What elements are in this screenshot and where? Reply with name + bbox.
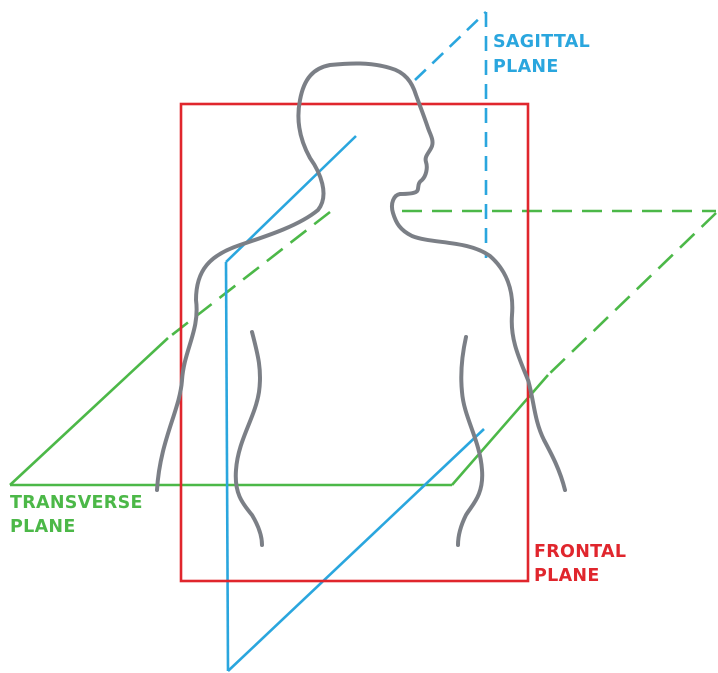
transverse-label-line-1: TRANSVERSE <box>10 493 143 513</box>
sagittal-label-line-2: PLANE <box>493 57 559 77</box>
sagittal-plane-bottom-edge <box>228 429 484 671</box>
sagittal-plane-label: SAGITTAL PLANE <box>493 32 590 77</box>
left-torso-outline <box>236 332 262 545</box>
frontal-label-line-1: FRONTAL <box>534 542 626 562</box>
frontal-plane-label: FRONTAL PLANE <box>534 542 626 586</box>
transverse-plane-back-edge-left <box>168 212 330 338</box>
transverse-plane-left-front-edge <box>10 338 168 485</box>
human-silhouette <box>157 63 565 545</box>
frontal-label-line-2: PLANE <box>534 566 600 586</box>
sagittal-plane-front-edge <box>226 262 228 671</box>
transverse-plane-label: TRANSVERSE PLANE <box>10 493 143 537</box>
transverse-plane-right-back-edge <box>548 213 716 375</box>
transverse-plane <box>10 211 716 485</box>
frontal-plane <box>181 104 528 581</box>
transverse-plane-right-front-edge <box>452 375 548 485</box>
sagittal-label-line-1: SAGITTAL <box>493 32 590 52</box>
sagittal-plane-top-edge <box>415 12 486 80</box>
transverse-label-line-2: PLANE <box>10 517 76 537</box>
sagittal-plane <box>226 12 486 671</box>
